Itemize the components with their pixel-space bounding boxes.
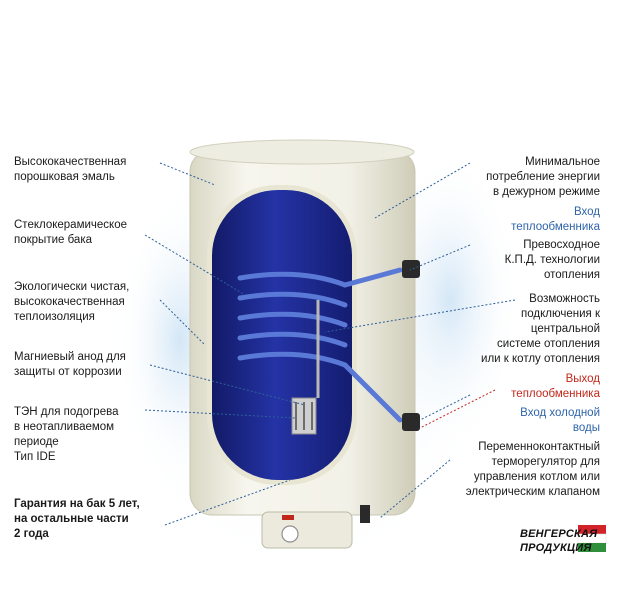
origin-badge: ВЕНГЕРСКАЯ ПРОДУКЦИЯ: [520, 527, 597, 555]
label-exchanger-out: Выход теплообменника: [511, 372, 600, 402]
label-efficiency: Превосходное К.П.Д. технологии отопления: [505, 238, 600, 283]
label-connection: Возможность подключения к центральной си…: [481, 292, 600, 367]
badge-line-2: ПРОДУКЦИЯ: [520, 541, 597, 555]
label-warranty: Гарантия на бак 5 лет, на остальные част…: [14, 497, 140, 542]
label-energy: Минимальное потребление энергии в дежурн…: [486, 155, 600, 200]
label-glass-ceramic: Стеклокерамическое покрытие бака: [14, 218, 127, 248]
badge-line-1: ВЕНГЕРСКАЯ: [520, 527, 597, 541]
label-heater: ТЭН для подогрева в неотапливаемом перио…: [14, 405, 118, 465]
label-thermostat: Переменноконтактный терморегулятор для у…: [466, 440, 600, 500]
label-insulation: Экологически чистая, высококачественная …: [14, 280, 129, 325]
label-cold-in: Вход холодной воды: [520, 406, 600, 436]
label-anode: Магниевый анод для защиты от коррозии: [14, 350, 126, 380]
label-exchanger-in: Вход теплообменника: [511, 205, 600, 235]
label-enamel: Высококачественная порошковая эмаль: [14, 155, 126, 185]
